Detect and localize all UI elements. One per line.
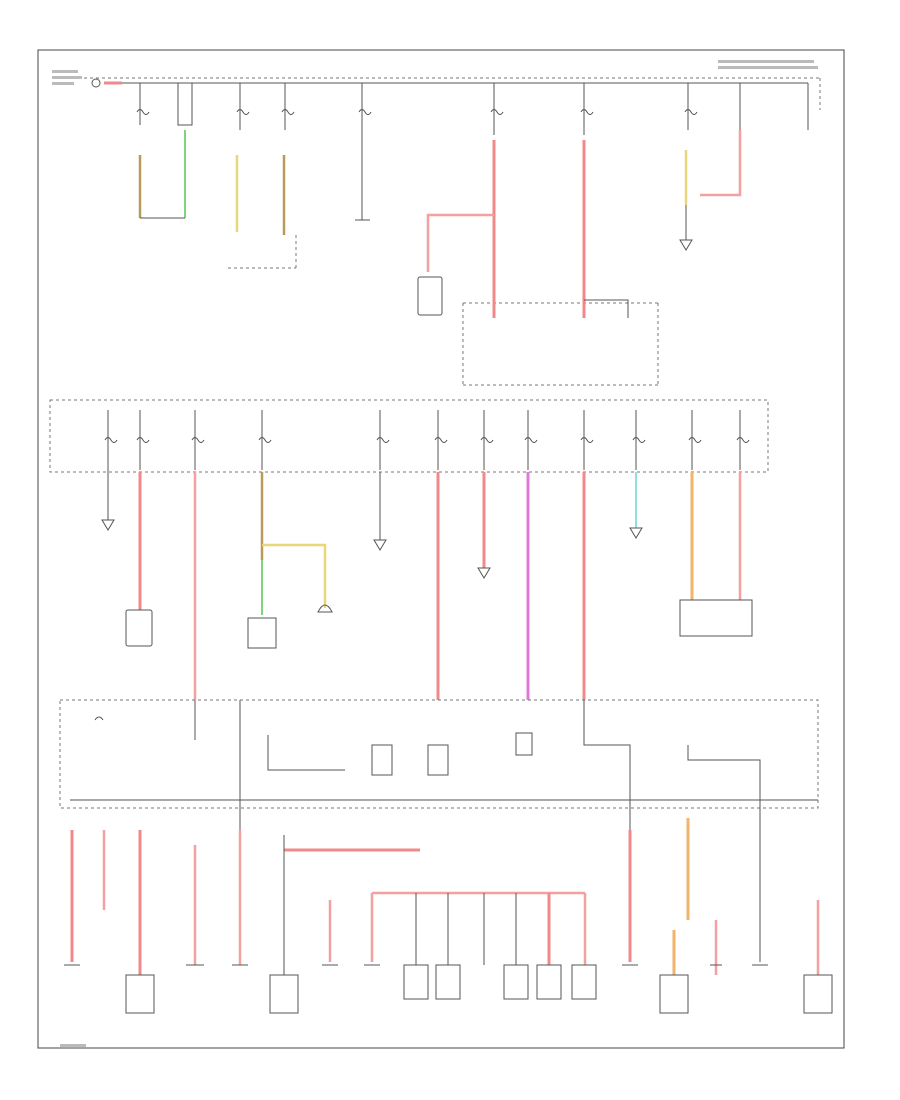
component-box-mid-1 xyxy=(125,609,153,647)
relay-box-1 xyxy=(371,744,393,776)
component-box-mid-2 xyxy=(247,617,277,649)
relay-box-2 xyxy=(427,744,449,776)
middle-wires xyxy=(101,470,753,700)
top-fuse-drops xyxy=(139,83,809,135)
lower-fuse-box-section xyxy=(59,699,819,830)
wire-pink-top-2 xyxy=(700,130,742,197)
component-box-mid-3 xyxy=(679,599,753,637)
middle-fuse-drops xyxy=(107,410,741,470)
component-box-top-1 xyxy=(417,276,443,316)
middle-fuse-symbols xyxy=(104,437,750,443)
wire-yellow-mid xyxy=(262,543,327,608)
top-fuse-box-section xyxy=(60,77,821,386)
component-box-bot-2 xyxy=(269,974,299,1014)
faint-labels xyxy=(52,60,818,1047)
component-box-bot-3 xyxy=(659,974,689,1014)
relay-box-3 xyxy=(515,732,533,756)
component-box-bot-4 xyxy=(803,974,833,1014)
component-box-bot-1 xyxy=(125,974,155,1014)
wire-pink-top-1 xyxy=(426,213,494,272)
top-fuse-symbols xyxy=(136,109,698,115)
battery-terminal-icon xyxy=(91,78,101,88)
ground-icon-top xyxy=(679,239,693,251)
diagram-frame xyxy=(37,49,845,1049)
bottom-connector-boxes xyxy=(403,964,597,1000)
middle-fuse-box-section xyxy=(49,399,769,473)
bottom-wires xyxy=(64,818,833,1014)
